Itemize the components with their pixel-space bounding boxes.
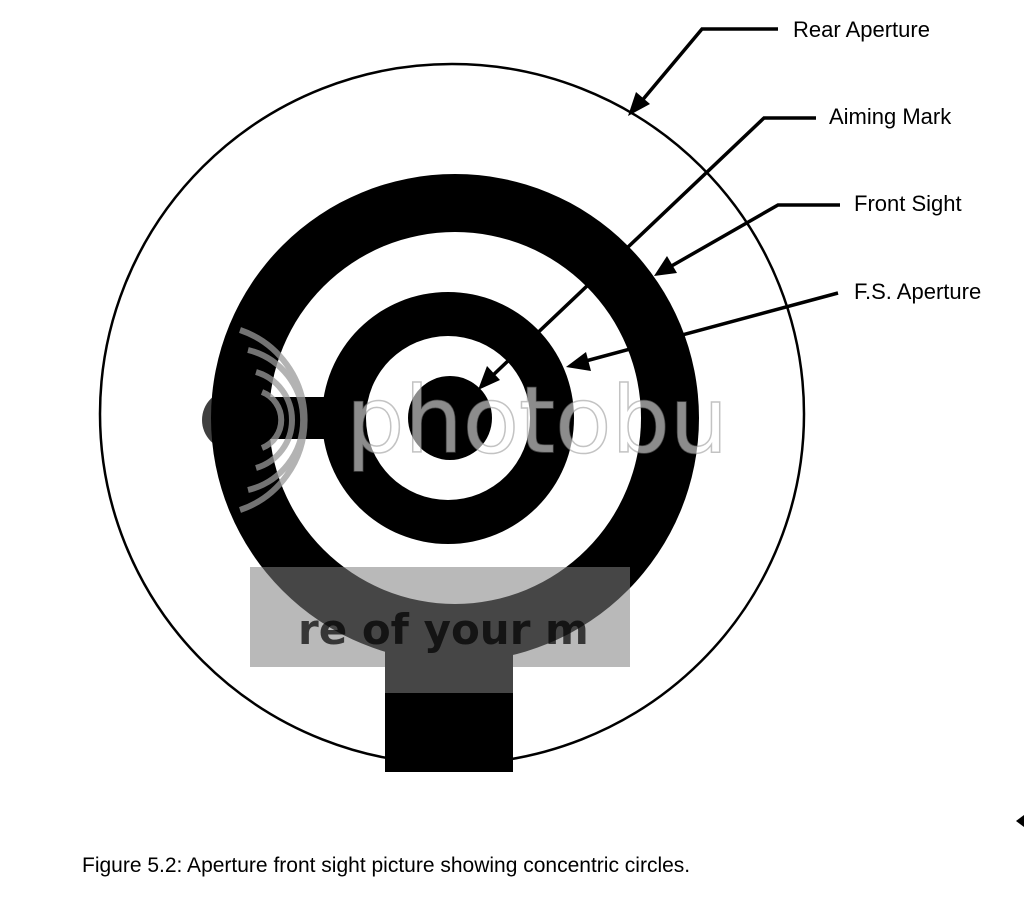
watermark-logo-icon (202, 327, 308, 513)
leader-rear-aperture (628, 27, 778, 116)
aiming-mark-bull (408, 376, 492, 460)
label-aiming-mark: Aiming Mark (829, 104, 952, 129)
leader-front-sight (654, 203, 840, 276)
edge-mark (1016, 815, 1024, 827)
watermark-banner (250, 567, 630, 693)
watermark-logo-text: photobu (346, 367, 728, 474)
leader-fs-aperture (566, 291, 839, 371)
figure-caption: Figure 5.2: Aperture front sight picture… (82, 854, 690, 877)
watermark-banner-text: re of your m (298, 605, 589, 654)
label-rear-aperture: Rear Aperture (793, 17, 930, 42)
label-fs-aperture: F.S. Aperture (854, 279, 981, 304)
label-front-sight: Front Sight (854, 191, 962, 216)
leader-aiming-mark (478, 116, 816, 390)
